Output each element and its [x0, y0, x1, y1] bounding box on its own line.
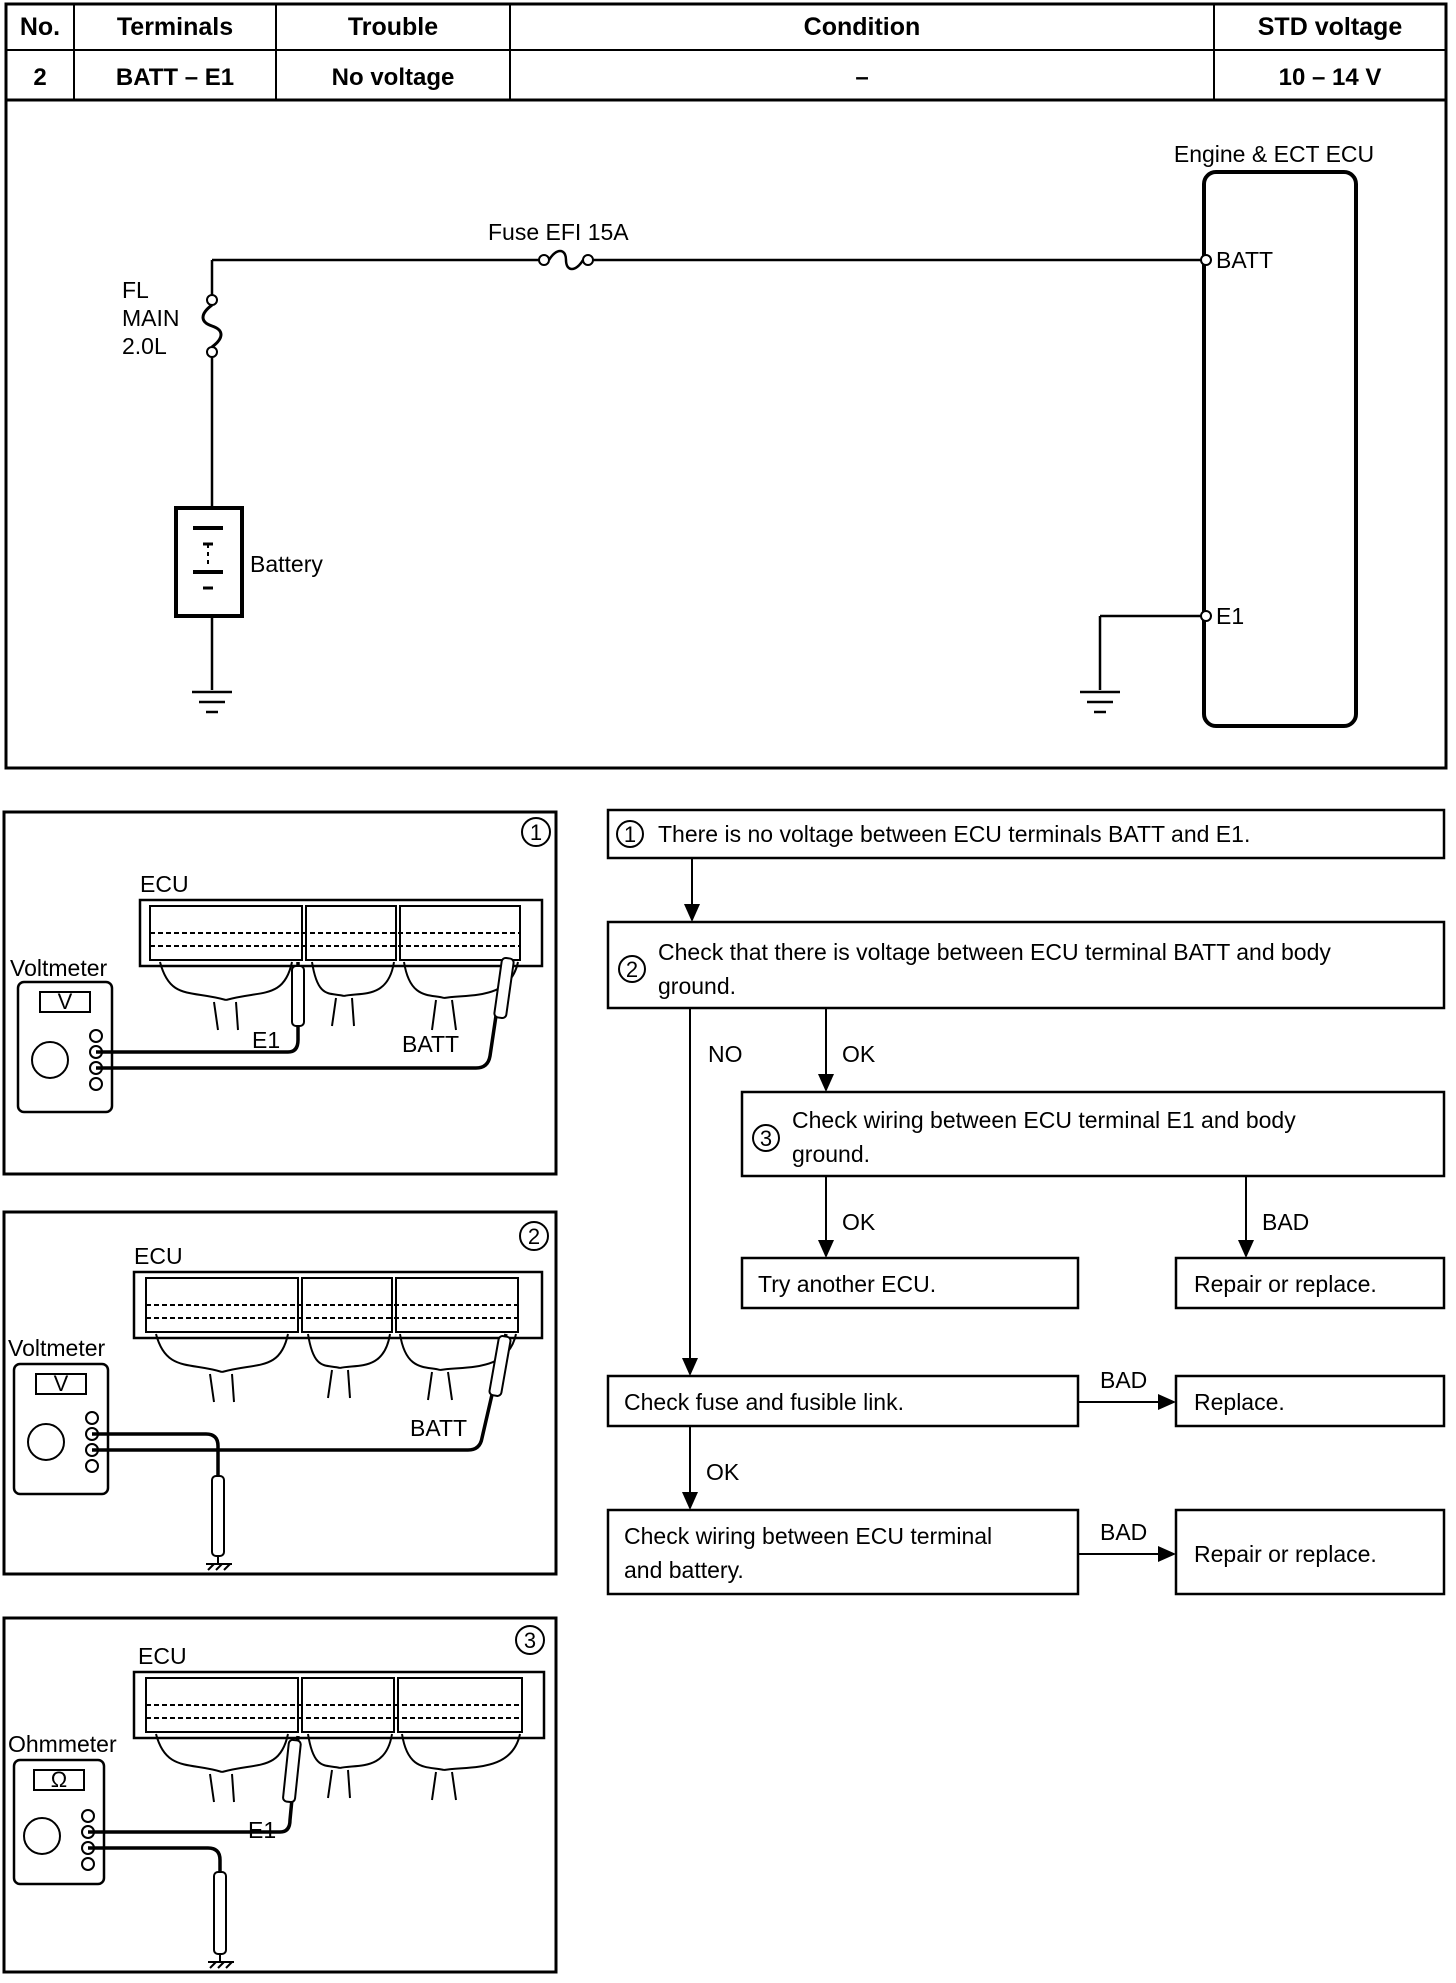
flow-step-3-box: [740, 1090, 1446, 1178]
e1-terminal-label: E1: [1216, 603, 1244, 629]
battery-symbol: [174, 506, 244, 618]
flow-no-label: NO: [708, 1041, 743, 1067]
flow-bad-label-2: BAD: [1100, 1367, 1147, 1393]
flow-repair-2-box: [1174, 1508, 1446, 1596]
flow-repair-1-box: [1174, 1256, 1446, 1310]
flow-repair-2-text: Repair or replace.: [1194, 1541, 1377, 1567]
battery-label: Battery: [250, 551, 323, 577]
cell-std-voltage: 10 – 14 V: [1279, 64, 1382, 91]
cell-no: 2: [33, 64, 46, 91]
flow-step-1-box: [606, 808, 1446, 860]
flow-check-fuse-text: Check fuse and fusible link.: [624, 1389, 904, 1415]
cell-trouble: No voltage: [332, 64, 455, 91]
header-condition: Condition: [804, 13, 921, 41]
panel-2-meter-symbol: V: [54, 1371, 69, 1396]
panel-3-e1-probe-label: E1: [248, 1817, 276, 1843]
flow-replace-box: [1174, 1374, 1446, 1428]
rating-label: 2.0L: [122, 333, 167, 359]
flow-bad-label-3: BAD: [1100, 1519, 1147, 1545]
flow-step-1-text: There is no voltage between ECU terminal…: [658, 821, 1250, 847]
header-std-voltage: STD voltage: [1258, 13, 1403, 41]
cell-condition: –: [855, 64, 868, 91]
panel-3-number: 3: [524, 1628, 536, 1653]
flow-try-ecu-text: Try another ECU.: [758, 1271, 936, 1297]
flow-check-wiring-text-line2: and battery.: [624, 1557, 744, 1583]
panel-3-ecu-label: ECU: [138, 1643, 187, 1669]
efi-fuse-symbol: [538, 249, 594, 271]
panel-3-ohmmeter: [12, 1758, 106, 1886]
flow-step-2-text-line2: ground.: [658, 973, 736, 999]
flow-repair-1-text: Repair or replace.: [1194, 1271, 1377, 1297]
panel-1-meter-symbol: V: [58, 989, 73, 1014]
flow-step-2-number: 2: [626, 957, 638, 982]
panel-1-number: 1: [530, 820, 542, 845]
cell-terminals: BATT – E1: [116, 64, 234, 91]
flow-step-2-text-line1: Check that there is voltage between ECU …: [658, 939, 1331, 965]
flow-ok-label-3: OK: [706, 1459, 740, 1485]
panel-2-number: 2: [528, 1224, 540, 1249]
panel-1-e1-probe-label: E1: [252, 1027, 280, 1053]
ecu-title-label: Engine & ECT ECU: [1174, 141, 1374, 167]
flow-ok-label-1: OK: [842, 1041, 876, 1067]
panel-2-meter-label: Voltmeter: [8, 1335, 105, 1361]
header-terminals: Terminals: [117, 13, 233, 41]
flow-check-wiring-box: [606, 1508, 1080, 1596]
panel-1-ecu-label: ECU: [140, 871, 189, 897]
flowchart: [606, 808, 1446, 1596]
panel-3-meter-label: Ohmmeter: [8, 1731, 117, 1757]
flow-step-3-text-line2: ground.: [792, 1141, 870, 1167]
circuit-frame: [4, 98, 1448, 770]
panel-1-meter-label: Voltmeter: [10, 955, 107, 981]
fl-main-fuse-symbol: [201, 294, 223, 358]
flow-step-2-box: [606, 920, 1446, 1010]
batt-terminal-dot: [1200, 254, 1212, 266]
ecu-box: [1202, 170, 1358, 728]
e1-terminal-dot: [1200, 610, 1212, 622]
header-no: No.: [20, 13, 60, 41]
panel-1-batt-probe-label: BATT: [402, 1031, 459, 1057]
flow-ok-label-2: OK: [842, 1209, 876, 1235]
panel-2-voltmeter-check: [2, 1210, 558, 1576]
panel-2-batt-probe-label: BATT: [410, 1415, 467, 1441]
flow-check-wiring-text-line1: Check wiring between ECU terminal: [624, 1523, 992, 1549]
main-label: MAIN: [122, 305, 180, 331]
flow-step-3-number: 3: [760, 1126, 772, 1151]
fl-label: FL: [122, 277, 149, 303]
panel-3-ohmmeter-check: [2, 1616, 558, 1974]
flow-step-1-number: 1: [624, 822, 636, 847]
panel-1-voltmeter-check: [2, 810, 558, 1176]
batt-terminal-label: BATT: [1216, 247, 1273, 273]
fuse-efi-label: Fuse EFI 15A: [488, 219, 629, 245]
flow-bad-label-1: BAD: [1262, 1209, 1309, 1235]
panel-2-ground-hatch: [206, 1563, 232, 1571]
header-trouble: Trouble: [348, 13, 438, 41]
flow-step-3-text-line1: Check wiring between ECU terminal E1 and…: [792, 1107, 1296, 1133]
ground-symbol-left: [192, 690, 232, 714]
circuit-diagram: [4, 98, 1448, 770]
flow-try-ecu-box: [740, 1256, 1080, 1310]
ground-symbol-right: [1080, 690, 1120, 714]
panel-2-ecu-label: ECU: [134, 1243, 183, 1269]
panel-3-meter-symbol: Ω: [51, 1767, 67, 1792]
flow-replace-text: Replace.: [1194, 1389, 1285, 1415]
panel-3-ground-hatch: [208, 1961, 234, 1969]
